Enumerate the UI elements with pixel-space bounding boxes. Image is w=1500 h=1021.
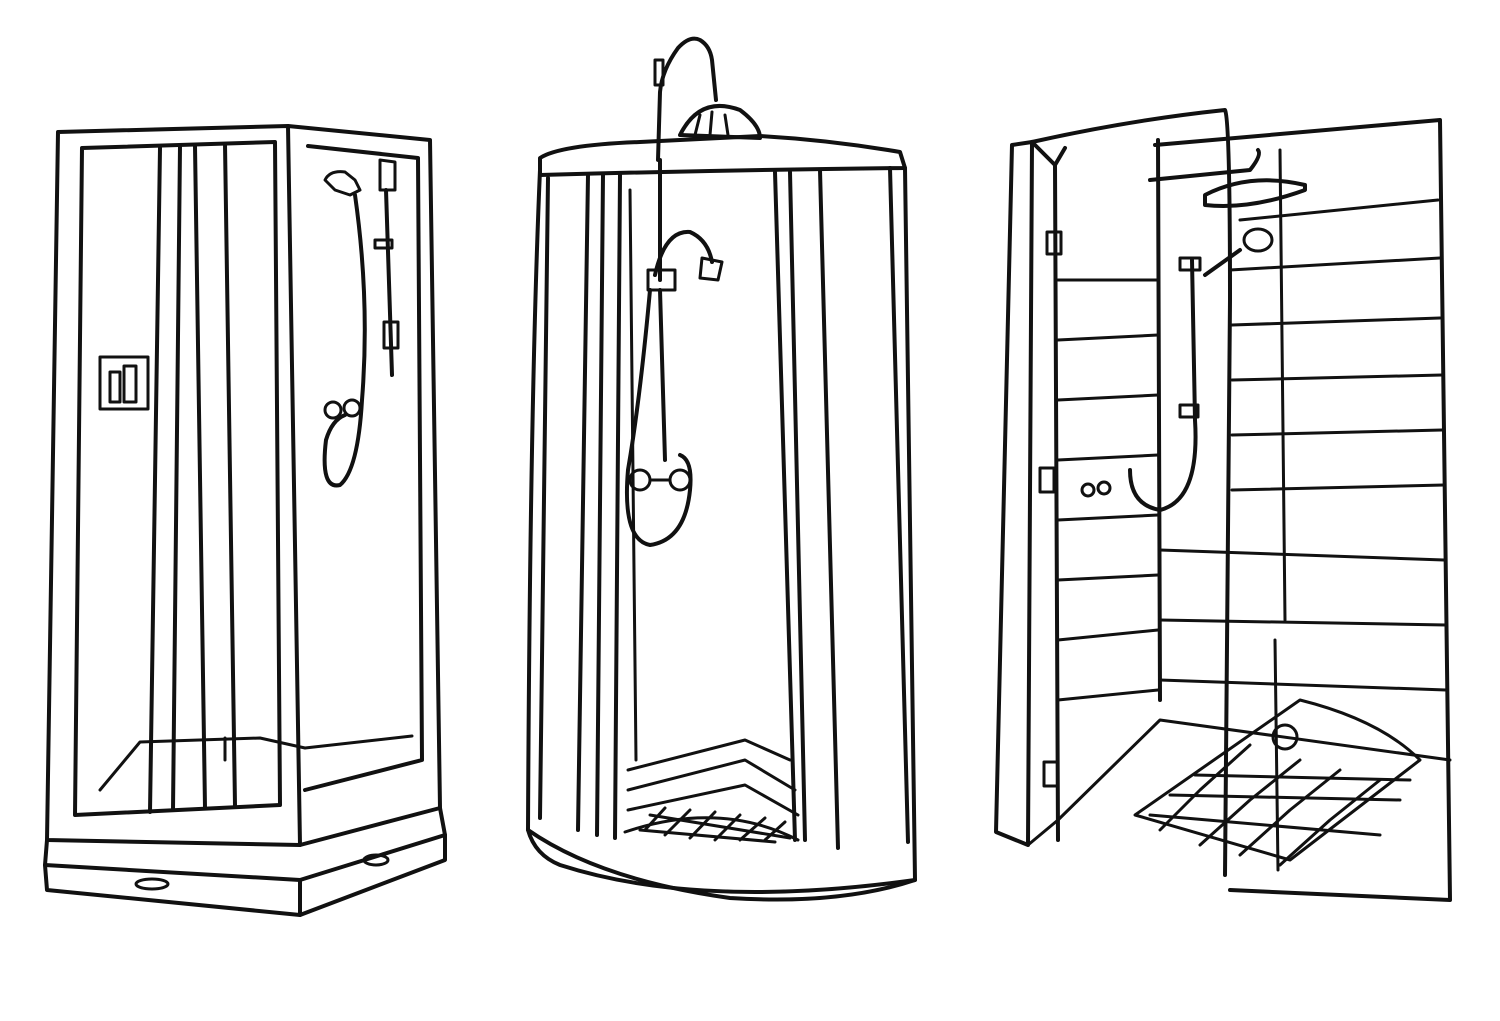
- quadrant-shower-enclosure-icon: [526, 36, 917, 902]
- walk-in-tiled-shower-icon: [994, 108, 1452, 902]
- square-shower-enclosure-icon: [43, 124, 447, 917]
